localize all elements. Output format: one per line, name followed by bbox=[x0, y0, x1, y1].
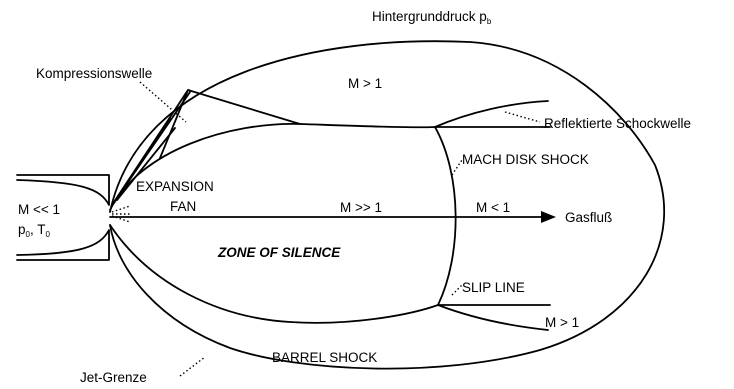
barrel-shock-lower bbox=[109, 224, 439, 324]
leader-reflected-shock bbox=[504, 111, 541, 123]
reservoir-conditions-label: p0, T0 bbox=[18, 222, 50, 239]
jet-boundary-outer bbox=[109, 40, 665, 370]
fan-label: FAN bbox=[170, 199, 196, 214]
leader-mach-disk bbox=[451, 159, 463, 176]
mach-gt1-bottom-label: M > 1 bbox=[545, 315, 579, 330]
expansion-fan-marker bbox=[111, 205, 132, 223]
barrel-shock-upper bbox=[109, 123, 436, 211]
mach-disk-shock-label: MACH DISK SHOCK bbox=[462, 152, 589, 167]
reflected-shock-lower bbox=[437, 304, 549, 331]
compression-wave-label: Kompressionswelle bbox=[36, 66, 152, 81]
mach-lt1-label: M < 1 bbox=[476, 200, 510, 215]
flow-arrowhead bbox=[541, 211, 556, 223]
mach-gg1-label: M >> 1 bbox=[340, 200, 382, 215]
leader-jet-boundary bbox=[179, 356, 206, 377]
jet-boundary-label: Jet-Grenze bbox=[80, 370, 147, 385]
barrel-shock-label: BARREL SHOCK bbox=[272, 350, 377, 365]
slip-line-label: SLIP LINE bbox=[462, 280, 525, 295]
mach-gt1-top-label: M > 1 bbox=[348, 76, 382, 91]
reflected-shock-line bbox=[434, 100, 549, 128]
background-pressure-label: Hintergrunddruck pb bbox=[372, 9, 492, 26]
reflected-shock-label: Reflektierte Schockwelle bbox=[544, 116, 691, 131]
leader-slip-line bbox=[451, 284, 463, 296]
nozzle-lower-wall bbox=[16, 229, 110, 261]
zone-of-silence-label: ZONE OF SILENCE bbox=[217, 245, 341, 260]
nozzle-upper-wall bbox=[16, 174, 110, 206]
expansion-label: EXPANSION bbox=[136, 179, 214, 194]
flow-label: Gasfluß bbox=[565, 210, 612, 225]
compression-waves bbox=[111, 89, 301, 206]
mach-ll1-label: M << 1 bbox=[18, 202, 60, 217]
mach-disk-line bbox=[434, 126, 457, 306]
